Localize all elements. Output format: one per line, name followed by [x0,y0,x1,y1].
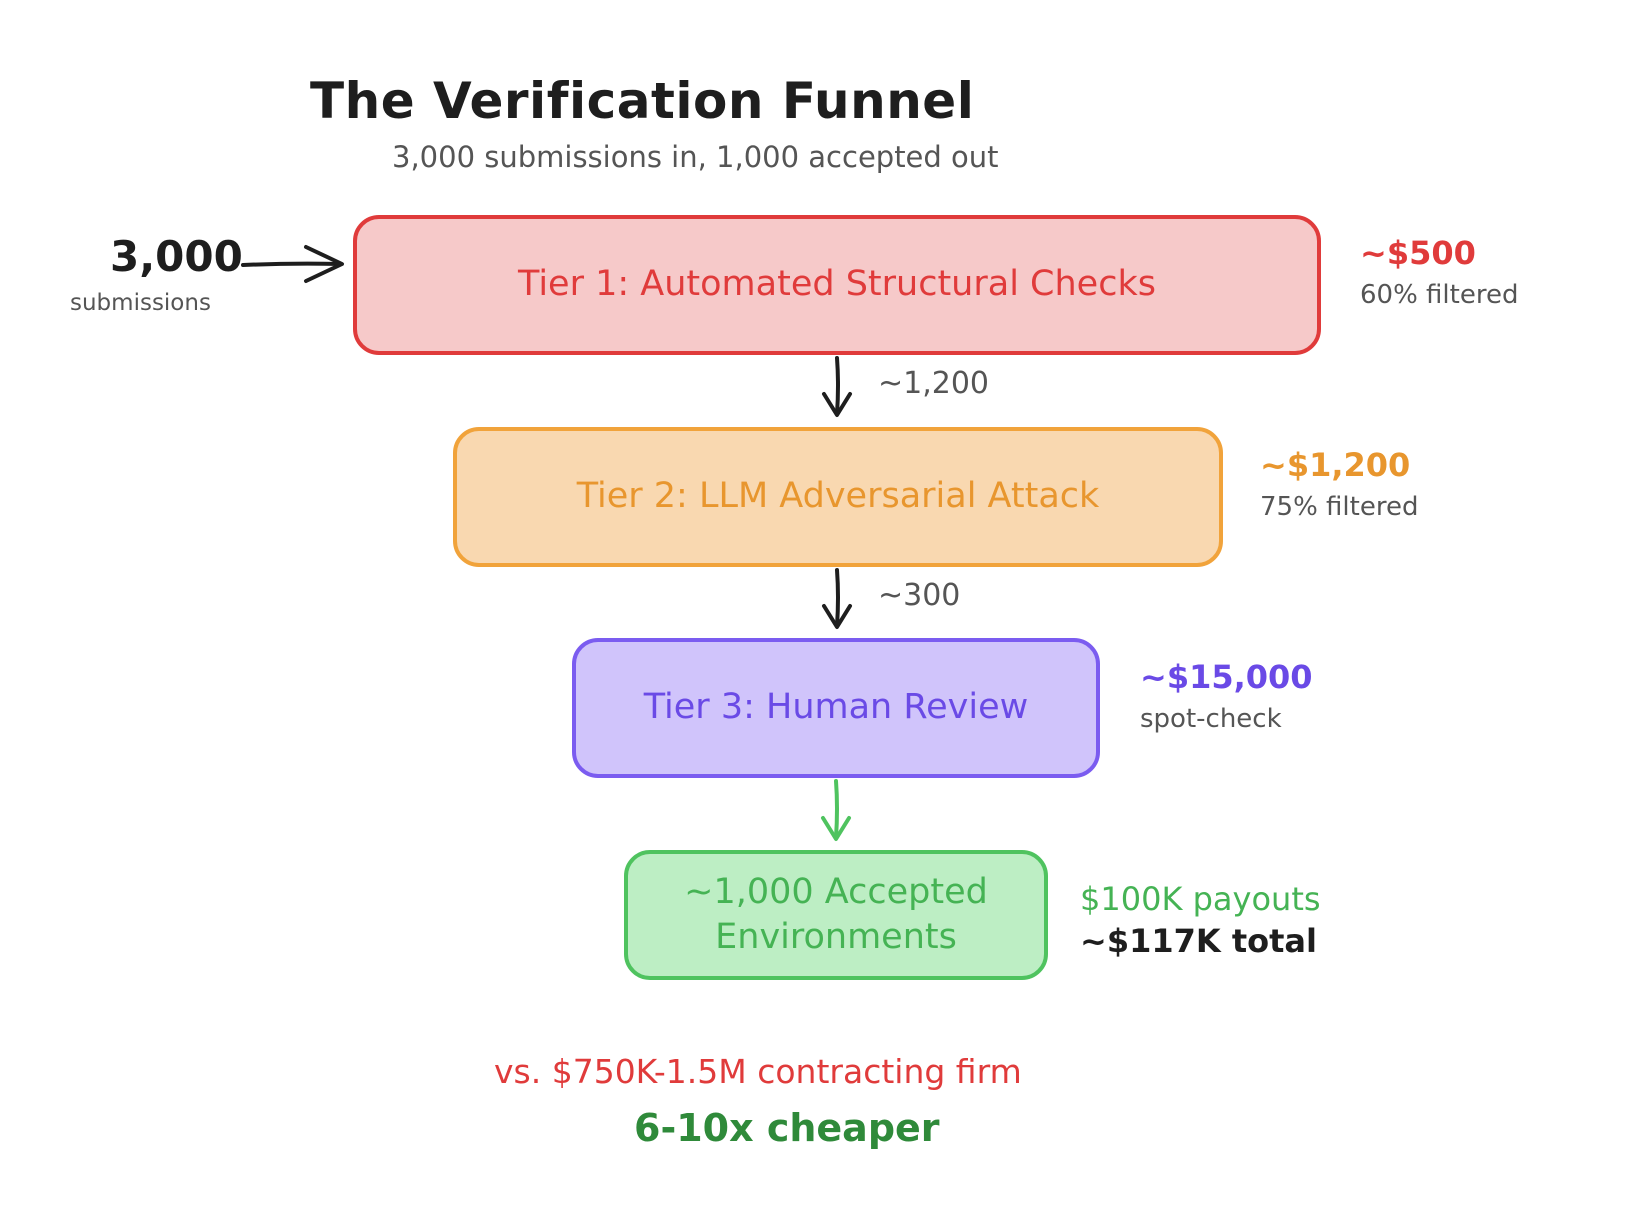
tier-2-label: Tier 2: LLM Adversarial Attack [576,476,1100,517]
flow-arrow-3 [821,779,851,841]
savings-result: 6-10x cheaper [634,1106,940,1150]
input-arrow [241,245,344,283]
page-subtitle: 3,000 submissions in, 1,000 accepted out [392,140,999,174]
tier-1-note: 60% filtered [1360,280,1519,310]
page-title: The Verification Funnel [310,72,975,130]
tier-1-box: Tier 1: Automated Structural Checks [353,215,1321,355]
tier-3-note: spot-check [1140,704,1282,734]
accepted-box: ~1,000 Accepted Environments [624,850,1048,980]
accepted-label: ~1,000 Accepted Environments [684,871,988,958]
flow-arrow-2 [822,568,852,629]
flow-label-1: ~1,200 [878,366,990,401]
tier-2-note: 75% filtered [1260,492,1419,522]
tier-2-box: Tier 2: LLM Adversarial Attack [453,427,1223,567]
tier-1-cost: ~$500 [1360,234,1476,272]
flow-arrow-1 [822,356,852,417]
tier-3-cost: ~$15,000 [1140,658,1313,696]
input-caption: submissions [70,290,211,316]
total-cost: ~$117K total [1080,922,1317,960]
tier-2-cost: ~$1,200 [1260,446,1411,484]
payouts-amount: $100K payouts [1080,880,1321,918]
comparison-line: vs. $750K-1.5M contracting firm [494,1052,1022,1091]
flow-label-2: ~300 [878,578,961,613]
tier-3-label: Tier 3: Human Review [643,687,1029,728]
tier-3-box: Tier 3: Human Review [572,638,1100,778]
input-count: 3,000 [110,232,243,281]
tier-1-label: Tier 1: Automated Structural Checks [518,264,1156,305]
